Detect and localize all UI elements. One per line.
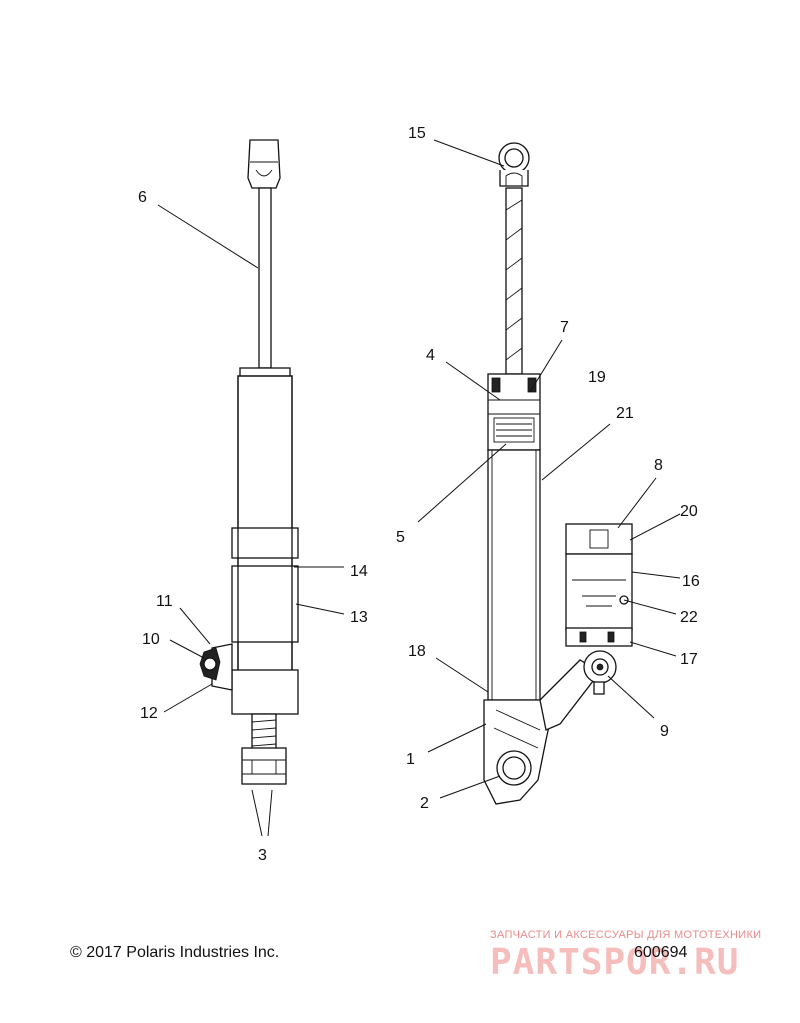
reservoir-end: [565, 627, 633, 647]
reservoir-cap: [565, 523, 633, 555]
reservoir-band-lower: [231, 565, 299, 643]
bottom-bushing: [241, 747, 287, 785]
callout-14: 14: [350, 563, 368, 580]
callout-22: 22: [680, 609, 698, 626]
callout-6: 6: [138, 189, 147, 206]
callout-11: 11: [156, 593, 173, 610]
callout-7: 7: [560, 319, 569, 336]
callout-9: 9: [660, 723, 669, 740]
bottom-mount-block: [231, 669, 299, 715]
reservoir-body: [565, 553, 633, 631]
left-shock: [199, 139, 299, 785]
callout-15: 15: [408, 125, 426, 142]
copyright-text: © 2017 Polaris Industries Inc.: [70, 944, 280, 961]
document-number: 600694: [634, 944, 688, 961]
reservoir-arm: [539, 659, 601, 731]
shock-body-section: [487, 449, 541, 701]
shock-shaft: [258, 187, 272, 369]
callout-12: 12: [140, 705, 158, 722]
callout-8: 8: [654, 457, 663, 474]
callout-17: 17: [680, 651, 698, 668]
watermark-logo: PARTSPOR.RU: [490, 942, 740, 983]
callout-10: 10: [142, 631, 160, 648]
callout-4: 4: [426, 347, 435, 364]
callout-20: 20: [680, 503, 698, 520]
callout-2: 2: [420, 795, 429, 812]
leader-lines: [157, 139, 681, 837]
callout-13: 13: [350, 609, 368, 626]
callout-3: 3: [258, 847, 267, 864]
reservoir-band-upper: [231, 527, 299, 559]
callout-18: 18: [408, 643, 426, 660]
shock-shaft-section: [505, 187, 523, 375]
right-shock: [483, 142, 633, 805]
callout-labels: 1 2 3 4 5 6 7 8 9 10 11 12 13 14 15 16 1…: [138, 125, 700, 864]
callout-5: 5: [396, 529, 405, 546]
callout-1: 1: [406, 751, 415, 768]
shock-rod-end-cap: [247, 139, 281, 189]
callout-19: 19: [588, 369, 606, 386]
callout-16: 16: [682, 573, 700, 590]
watermark-tagline: ЗАПЧАСТИ И АКСЕССУАРЫ ДЛЯ МОТОТЕХНИКИ: [490, 929, 762, 941]
callout-21: 21: [616, 405, 634, 422]
